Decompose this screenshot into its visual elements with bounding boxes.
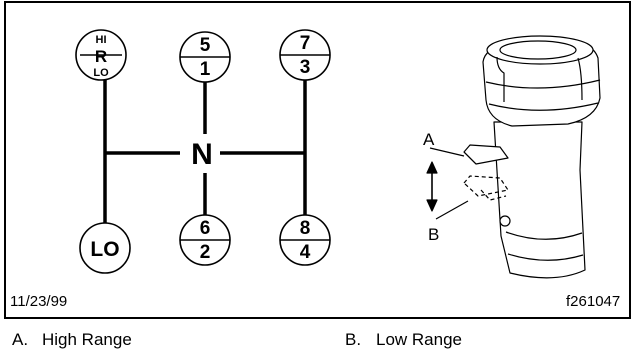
reverse-lo: LO [93, 67, 109, 79]
gear-6: 6 [200, 218, 211, 239]
figure-id: f261047 [566, 293, 621, 310]
gear-7: 7 [300, 33, 311, 54]
gear-5: 5 [200, 35, 211, 56]
knob-label-b: B [428, 225, 439, 244]
legend-b-text: Low Range [376, 330, 463, 349]
gear-2: 2 [200, 242, 211, 263]
gear-8: 8 [300, 218, 311, 239]
reverse-hi: HI [96, 34, 107, 46]
gear-4: 4 [300, 242, 311, 263]
figure-frame [4, 1, 631, 319]
legend-a-letter: A. [12, 330, 29, 349]
gear-reverse: HI R LO [75, 29, 127, 81]
reverse-r: R [95, 47, 107, 66]
shift-pattern-lines [103, 67, 307, 226]
gear-low: LO [79, 222, 131, 274]
gear-6-2: 6 2 [179, 214, 231, 266]
gear-1: 1 [200, 59, 211, 80]
gear-7-3: 7 3 [279, 29, 331, 81]
gear-5-1: 5 1 [179, 31, 231, 83]
legend-b-letter: B. [345, 330, 362, 349]
low-label: LO [90, 238, 119, 261]
gear-8-4: 8 4 [279, 214, 331, 266]
gear-3: 3 [300, 57, 311, 78]
shift-knob-drawing [426, 35, 601, 279]
knob-label-a: A [423, 130, 435, 149]
legend-a-text: High Range [42, 330, 132, 349]
neutral-label: N [191, 138, 213, 171]
date-label: 11/23/99 [10, 293, 68, 310]
